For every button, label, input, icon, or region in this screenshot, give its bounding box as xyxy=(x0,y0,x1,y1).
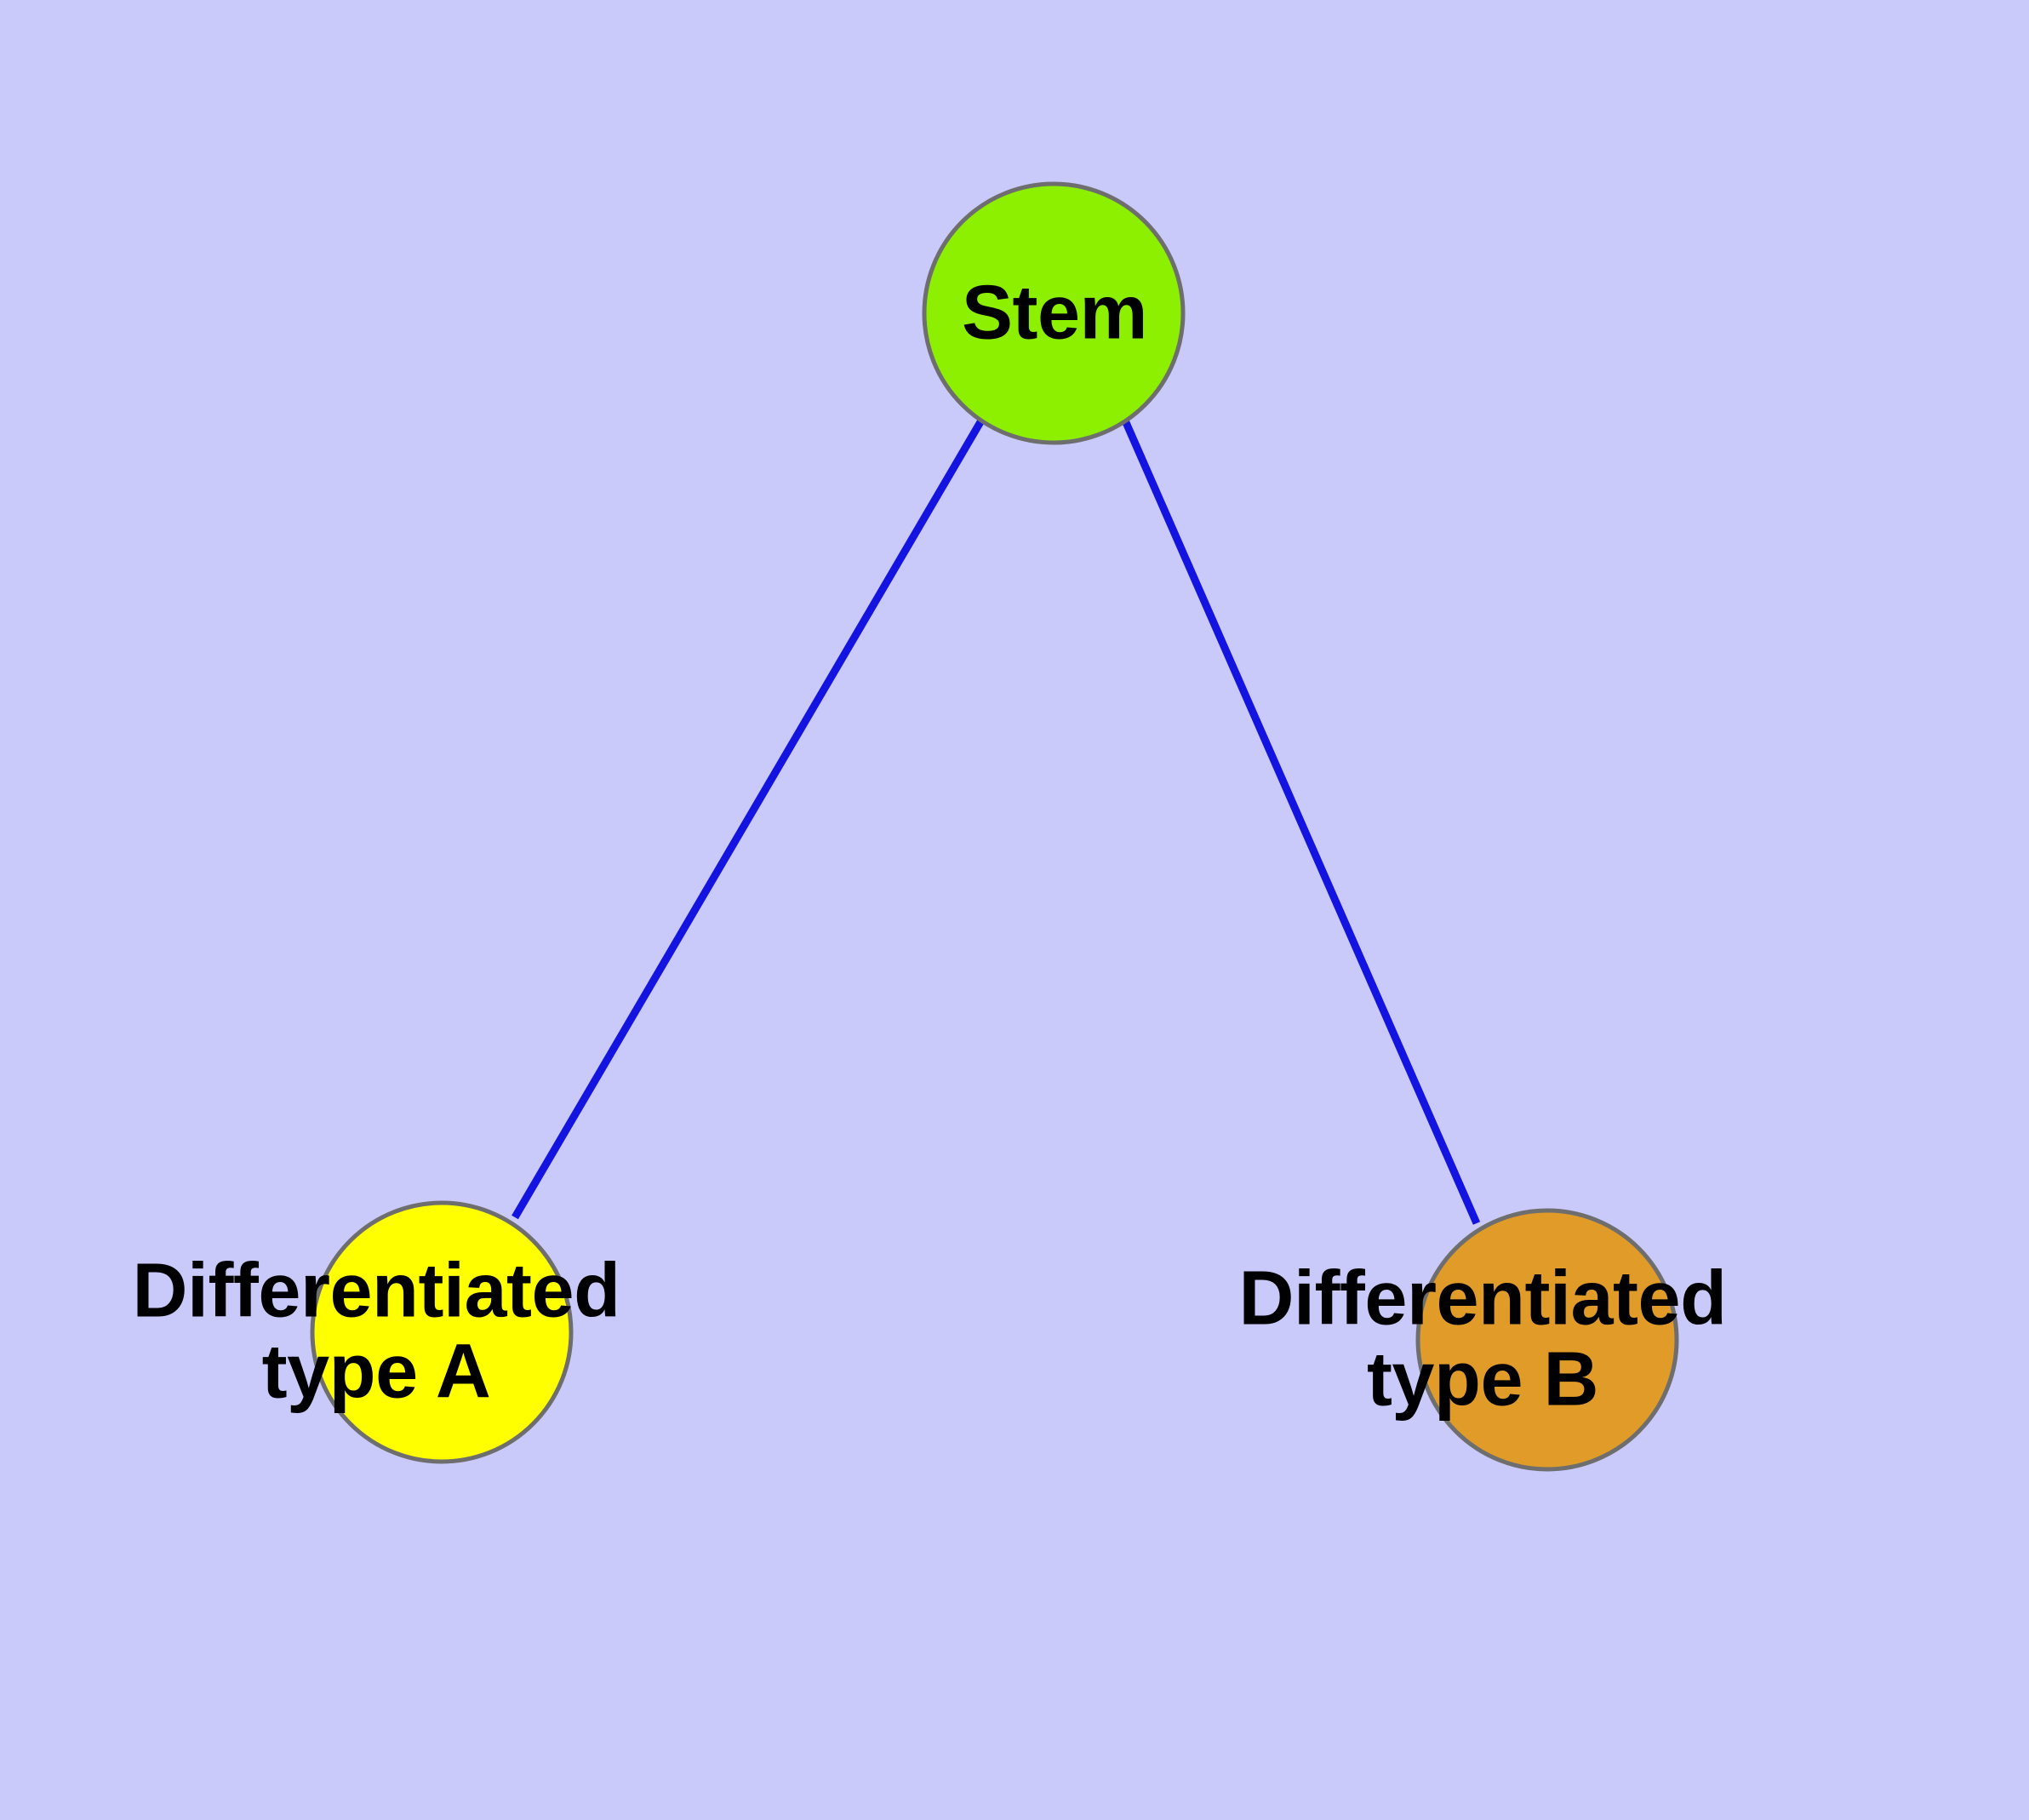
graph-edge-stem-to-b[interactable] xyxy=(1121,419,1481,1225)
nodes-layer xyxy=(310,181,1679,1472)
graph-node-diff_a[interactable] xyxy=(310,1200,574,1464)
graph-node-stem[interactable] xyxy=(922,181,1186,445)
graph-node-diff_b[interactable] xyxy=(1415,1208,1679,1472)
edges-layer xyxy=(512,418,1481,1225)
graph-edge-stem-to-a[interactable] xyxy=(512,418,985,1220)
